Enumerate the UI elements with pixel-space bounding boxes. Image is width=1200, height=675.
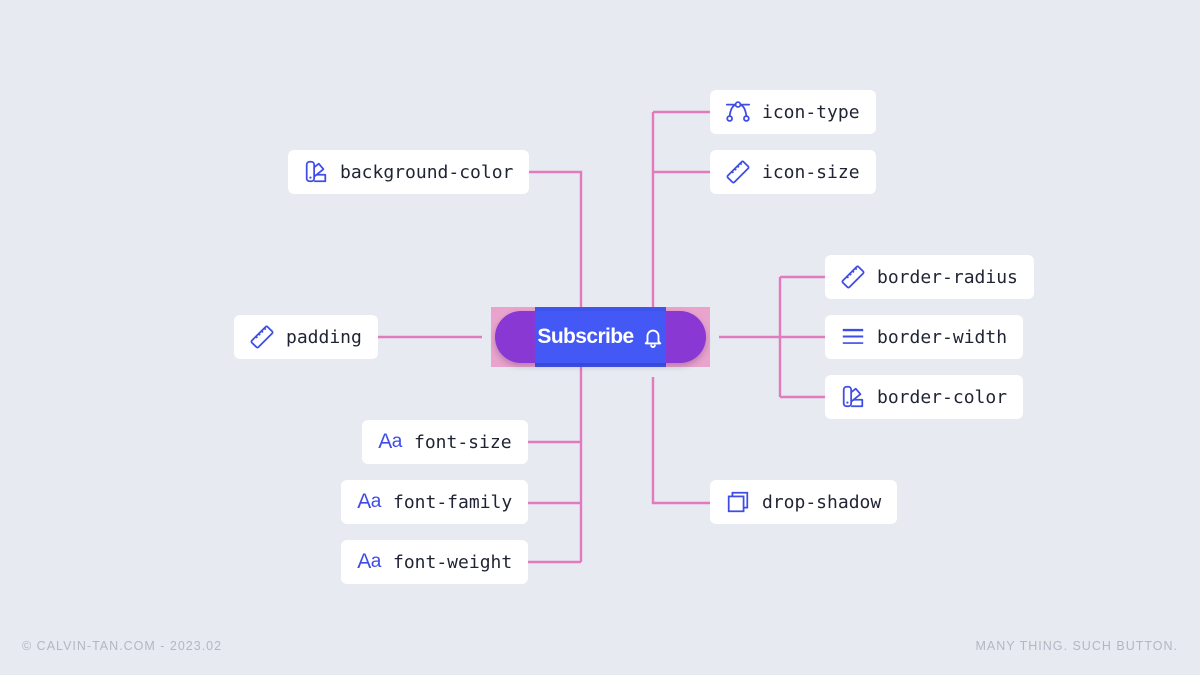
subscribe-button-anatomy: Subscribe	[491, 307, 710, 367]
label-text: icon-size	[762, 161, 860, 183]
footer-tagline: MANY THING. SUCH BUTTON.	[975, 639, 1178, 653]
label-background-color: background-color	[288, 150, 530, 194]
typography-glyph-big: A	[378, 430, 392, 453]
label-border-width: border-width	[825, 315, 1024, 359]
label-padding: padding	[234, 315, 378, 359]
label-text: background-color	[340, 161, 514, 183]
typography-glyph-small: a	[391, 431, 403, 452]
button-content-box	[535, 311, 666, 363]
bell-icon	[644, 329, 661, 348]
ruler-icon	[724, 158, 752, 186]
connector-drop-shadow	[651, 377, 710, 505]
label-text: padding	[286, 326, 362, 348]
label-text: border-color	[877, 386, 1008, 408]
typography-glyph-big: A	[357, 550, 371, 573]
footer-copyright: © CALVIN-TAN.COM - 2023.02	[22, 639, 223, 653]
swatch-icon	[839, 383, 867, 411]
bezier-curve-icon	[724, 98, 752, 126]
label-text: drop-shadow	[762, 491, 882, 513]
layers-icon	[724, 488, 752, 516]
label-text: icon-type	[762, 101, 860, 123]
label-text: font-weight	[393, 551, 513, 573]
subscribe-button[interactable]: Subscribe	[495, 311, 706, 363]
connector-background-color	[525, 170, 583, 318]
label-text: border-width	[877, 326, 1008, 348]
ruler-icon	[839, 263, 867, 291]
swatch-icon	[302, 158, 330, 186]
label-border-radius: border-radius	[825, 255, 1034, 299]
label-drop-shadow: drop-shadow	[710, 480, 898, 524]
subscribe-button-label: Subscribe	[537, 325, 634, 348]
line-weight-icon	[839, 323, 867, 351]
label-border-color: border-color	[825, 375, 1024, 419]
typography-glyph-small: a	[370, 551, 382, 572]
label-text: border-radius	[877, 266, 1018, 288]
label-icon-type: icon-type	[710, 90, 876, 134]
label-text: font-family	[393, 491, 513, 513]
typography-glyph-big: A	[357, 490, 371, 513]
label-icon-size: icon-size	[710, 150, 876, 194]
label-text: font-size	[414, 431, 512, 453]
typography-glyph-small: a	[370, 491, 382, 512]
ruler-icon	[248, 323, 276, 351]
